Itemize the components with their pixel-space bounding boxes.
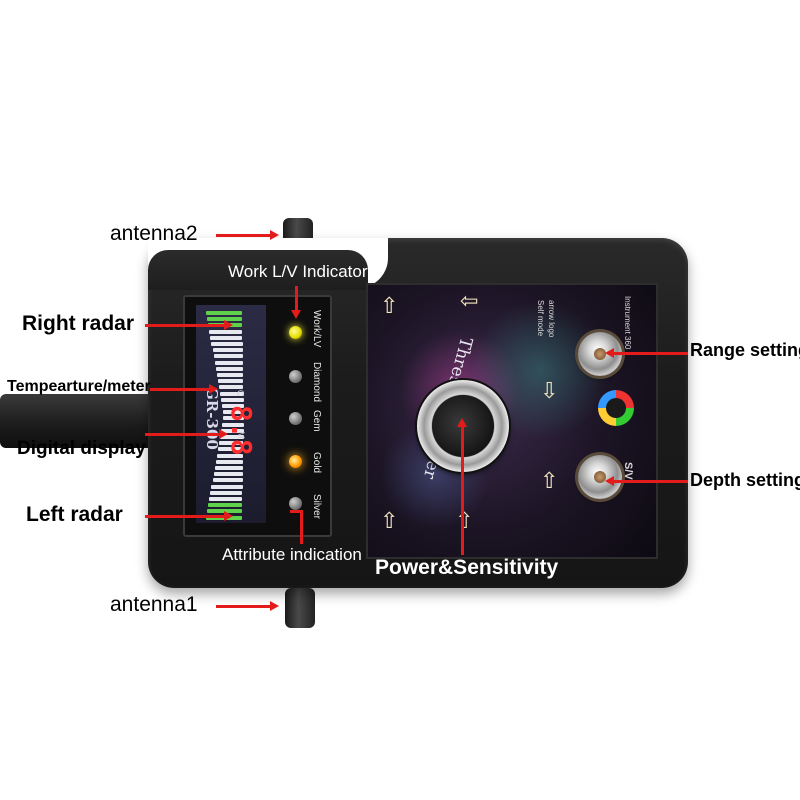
work-indicator-line bbox=[295, 286, 298, 314]
radar-segment bbox=[216, 373, 244, 377]
radar-segment bbox=[212, 478, 243, 483]
power-arrow bbox=[457, 418, 467, 427]
radar-segment bbox=[209, 329, 243, 334]
diamond-led-label: Diamond bbox=[311, 362, 322, 403]
depth-arrow bbox=[605, 476, 614, 486]
radar-segment bbox=[215, 459, 244, 464]
radar-segment bbox=[213, 354, 243, 359]
radar-segment bbox=[218, 379, 244, 384]
radar-segment bbox=[223, 416, 244, 421]
unit-m: M bbox=[235, 431, 246, 439]
radar-segment bbox=[220, 435, 244, 439]
radar-segment bbox=[210, 490, 243, 495]
radar-segment bbox=[206, 311, 242, 315]
antenna2-line bbox=[216, 234, 271, 237]
range-setting-label: Range setting bbox=[690, 340, 800, 360]
radar-screen bbox=[196, 305, 266, 523]
gem-led-label: Gem bbox=[311, 410, 322, 432]
depth-knob-center bbox=[594, 471, 606, 483]
power-sensitivity-label: Power&Sensitivity bbox=[375, 556, 559, 579]
digital-display-arrow bbox=[219, 429, 228, 439]
temperature-label: Tempearture/meter bbox=[7, 378, 151, 395]
antenna2-label: antenna2 bbox=[110, 222, 198, 245]
radar-segment bbox=[220, 391, 244, 396]
handle bbox=[0, 394, 160, 448]
model-label: GR-300 bbox=[203, 387, 221, 450]
gold-led bbox=[289, 455, 302, 468]
temperature-arrow bbox=[209, 384, 218, 394]
arrow-deco-3: ⇩ bbox=[540, 378, 559, 403]
gem-led bbox=[289, 412, 302, 425]
work-indicator-arrow bbox=[291, 310, 301, 319]
radar-segment bbox=[219, 441, 244, 446]
arrow-deco-1: ⇧ bbox=[380, 293, 399, 318]
diamond-led bbox=[289, 370, 302, 383]
radar-segment bbox=[211, 484, 243, 489]
left-radar-label: Left radar bbox=[26, 503, 123, 526]
silver-led-label: Silver bbox=[311, 494, 322, 520]
radar-segment bbox=[222, 422, 244, 427]
mode-color-ring-center bbox=[606, 398, 626, 418]
right-radar-arrow bbox=[224, 320, 233, 330]
arrow-deco-2: ⇦ bbox=[460, 288, 479, 313]
antenna2-arrow bbox=[270, 230, 279, 240]
antenna1-label: antenna1 bbox=[110, 593, 198, 616]
radar-segment bbox=[219, 385, 244, 390]
digital-display-line bbox=[145, 433, 220, 436]
right-radar-label: Right radar bbox=[22, 312, 135, 335]
attribute-line bbox=[300, 510, 303, 544]
work-indicator-label: Work L/V Indicator bbox=[228, 262, 368, 281]
range-knob-center bbox=[594, 348, 606, 360]
arrow-deco-5: ⇧ bbox=[540, 468, 559, 493]
radar-segment bbox=[207, 317, 243, 322]
radar-segment bbox=[215, 366, 244, 371]
arrow-logo-text: arrow logo bbox=[547, 300, 556, 338]
silver-led bbox=[289, 497, 302, 510]
left-radar-arrow bbox=[224, 511, 233, 521]
antenna1-arrow bbox=[270, 601, 279, 611]
radar-segment bbox=[214, 466, 243, 470]
radar-segment bbox=[213, 472, 243, 477]
radar-segment bbox=[212, 348, 243, 353]
digital-display-label: Digital display bbox=[17, 438, 146, 459]
radar-segment bbox=[221, 428, 244, 433]
radar-segment bbox=[214, 360, 243, 365]
radar-segment bbox=[209, 497, 243, 501]
antenna1-line bbox=[216, 605, 271, 608]
left-radar-line bbox=[145, 515, 225, 518]
range-arrow bbox=[605, 348, 614, 358]
depth-setting-label: Depth setting bbox=[690, 470, 800, 490]
arrow-deco-4: ⇧ bbox=[380, 508, 399, 533]
instrument-text: Instrument 360 bbox=[623, 296, 632, 350]
attribute-indication-label: Attribute indication bbox=[222, 545, 362, 564]
body-top-left bbox=[148, 250, 368, 290]
power-line bbox=[461, 425, 464, 555]
radar-segment bbox=[210, 335, 243, 340]
sv-text: S/V bbox=[622, 462, 634, 480]
arrow-deco-6: ⇧ bbox=[455, 508, 474, 533]
work-led bbox=[289, 326, 302, 339]
radar-segment bbox=[208, 503, 243, 508]
temperature-line bbox=[150, 388, 210, 391]
radar-segment bbox=[222, 404, 244, 408]
depth-line bbox=[612, 480, 688, 483]
radar-segment bbox=[223, 410, 244, 415]
antenna1-rod bbox=[285, 588, 315, 628]
range-line bbox=[612, 352, 688, 355]
self-mode-text: Self mode bbox=[536, 300, 545, 337]
radar-segment bbox=[211, 342, 243, 346]
right-radar-line bbox=[145, 324, 225, 327]
work-led-label: Work/LV bbox=[311, 310, 322, 348]
radar-segment bbox=[221, 397, 244, 402]
radar-segment bbox=[216, 453, 244, 458]
radar-segment bbox=[218, 447, 244, 452]
gold-led-label: Gold bbox=[311, 452, 322, 474]
unit-c: C bbox=[235, 389, 246, 397]
attribute-line-top bbox=[290, 510, 303, 513]
